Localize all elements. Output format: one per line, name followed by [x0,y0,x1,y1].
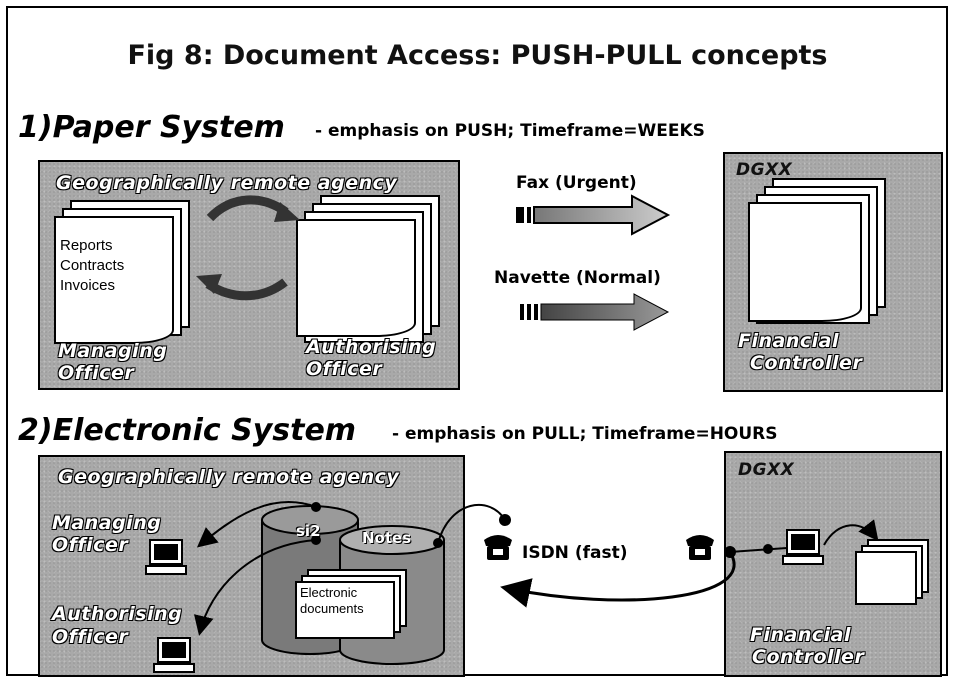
doc-line-contracts: Contracts [60,257,125,274]
paper-system-subtitle: - emphasis on PUSH; Timeframe=WEEKS [315,121,705,141]
remote-agency-label-paper: Geographically remote agency [56,172,398,194]
si2-to-authorising-connector [193,535,321,636]
fax-label: Fax (Urgent) [516,173,637,193]
financial-controller-label-paper-2: Controller [750,352,863,374]
managing-officer-label-e2: Officer [52,534,129,556]
managing-officer-label-1: Managing [58,340,168,362]
financial-controller-label-e1: Financial [750,624,851,646]
authorising-officer-label-2: Officer [306,358,383,380]
database-si2-label: si2 [296,522,321,540]
exchange-arrow-right [206,195,300,222]
computer-icon-managing [145,539,187,575]
figure-title: Fig 8: Document Access: PUSH-PULL concep… [127,40,828,71]
authorising-officer-label-1: Authorising [306,336,437,358]
electronic-documents-stack [295,569,407,639]
dgxx-label-electronic: DGXX [738,460,795,480]
database-notes-label: Notes [362,529,412,547]
exchange-arrow-left [196,274,288,301]
computer-icon-dgxx [782,529,824,565]
managing-officer-label-2: Officer [58,362,135,384]
electronic-system-subtitle: - emphasis on PULL; Timeframe=HOURS [392,424,778,444]
managing-officer-label-e1: Managing [52,512,162,534]
dgxx-label-paper: DGXX [736,160,793,180]
doc-line-reports: Reports [60,237,113,254]
electronic-documents-line-1: Electronic [300,585,358,600]
dgxx-fetch-arrow [823,519,879,546]
navette-label: Navette (Normal) [494,268,661,288]
financial-controller-label-paper-1: Financial [738,330,839,352]
si2-to-managing-connector [196,501,321,548]
electronic-system-heading: 2)Electronic System [18,413,357,448]
doc-line-invoices: Invoices [60,277,116,294]
electronic-documents-line-2: documents [300,601,364,616]
isdn-label: ISDN (fast) [522,543,628,563]
telephone-icon-left [484,535,512,560]
fax-arrow [516,194,671,236]
telephone-icon-right [686,535,714,560]
isdn-connector [433,504,788,608]
authorising-officer-label-e1: Authorising [52,603,183,625]
paper-system-heading: 1)Paper System [18,110,285,145]
computer-icon-authorising [153,637,195,673]
dgxx-documents-electronic [855,539,929,605]
authorising-officer-label-e2: Officer [52,626,129,648]
navette-arrow [520,293,670,331]
financial-controller-label-e2: Controller [752,646,865,668]
remote-agency-label-electronic: Geographically remote agency [58,466,400,488]
